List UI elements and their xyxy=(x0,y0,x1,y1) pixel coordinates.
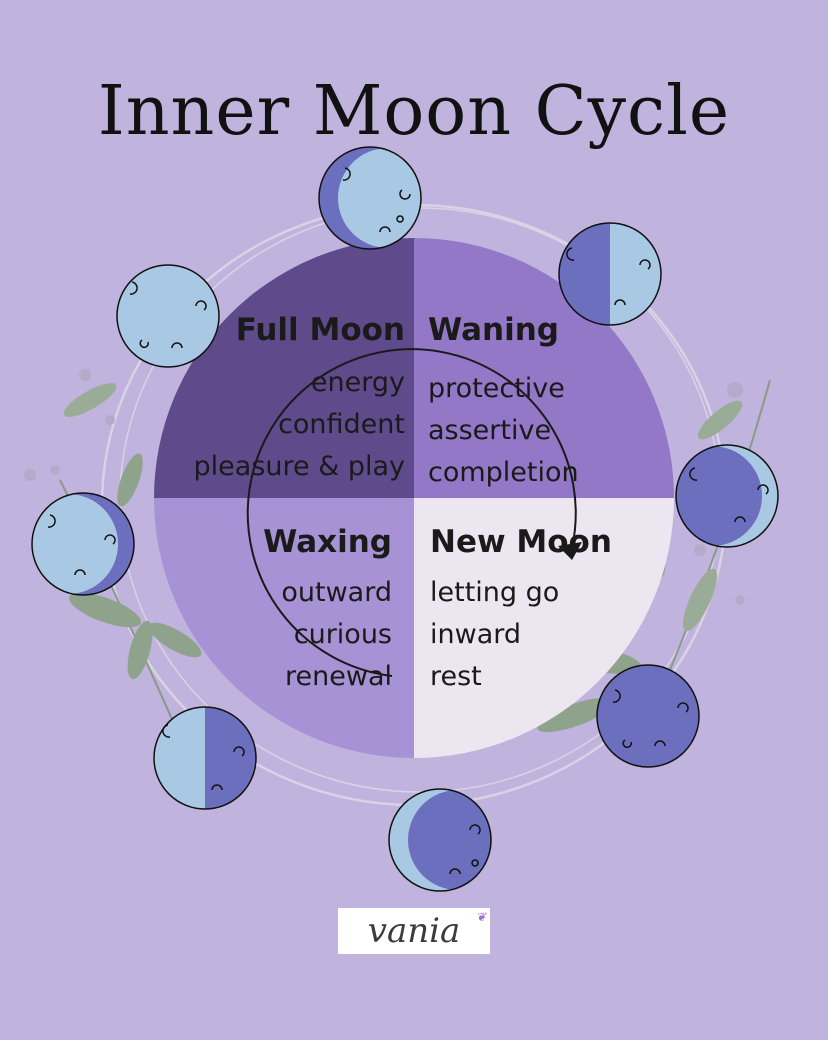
new-moon-block: New Moon letting go inward rest xyxy=(430,524,670,698)
butterfly-icon: ❦ xyxy=(475,910,486,924)
waning-trait-3: completion xyxy=(428,457,579,488)
moon-phase-icon xyxy=(675,444,779,548)
full-moon-trait-3: pleasure & play xyxy=(193,451,405,482)
full-moon-trait-2: confident xyxy=(278,409,405,440)
new-moon-trait-1: letting go xyxy=(430,577,560,608)
phase-wheel xyxy=(154,238,674,758)
waxing-trait-2: curious xyxy=(293,619,392,650)
new-moon-trait-3: rest xyxy=(430,661,482,692)
new-moon-trait-2: inward xyxy=(430,619,522,650)
moon-phase-icon xyxy=(31,492,135,596)
waning-quadrant xyxy=(414,238,674,498)
cycle-arrow-icon xyxy=(246,348,582,677)
full-moon-quadrant xyxy=(154,238,414,498)
full-moon-heading: Full Moon xyxy=(235,312,405,348)
moon-phase-icon xyxy=(596,664,700,768)
new-moon-quadrant xyxy=(414,498,674,758)
waxing-heading: Waxing xyxy=(263,524,392,560)
waning-heading: Waning xyxy=(428,312,559,348)
waning-trait-1: protective xyxy=(428,373,565,404)
moon-phase-icon xyxy=(153,706,257,810)
page-title: Inner Moon Cycle xyxy=(97,72,731,151)
brand-logo: vania ❦ xyxy=(338,908,490,954)
waxing-block: Waxing outward curious renewal xyxy=(200,524,392,698)
waxing-trait-3: renewal xyxy=(285,661,392,692)
waning-block: Waning protective assertive completion xyxy=(428,312,668,494)
full-moon-block: Full Moon energy confident pleasure & pl… xyxy=(160,312,405,488)
waxing-quadrant xyxy=(154,498,414,758)
logo-text: vania xyxy=(367,911,461,951)
new-moon-heading: New Moon xyxy=(430,524,612,560)
waxing-trait-1: outward xyxy=(281,577,392,608)
moon-phase-icon xyxy=(388,788,492,892)
full-moon-trait-1: energy xyxy=(310,367,405,398)
moon-phase-icon xyxy=(116,264,220,368)
waning-trait-2: assertive xyxy=(428,415,552,446)
moon-phase-icon xyxy=(558,222,662,326)
moon-phase-icon xyxy=(318,146,422,250)
